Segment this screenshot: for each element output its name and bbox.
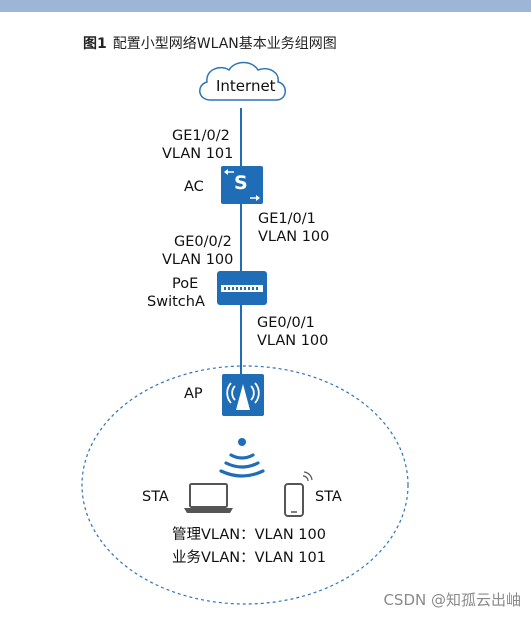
- ac-device-icon: [221, 166, 263, 204]
- top-bar: [0, 0, 531, 12]
- ac-downlink-vlan: VLAN 100: [258, 229, 330, 245]
- switch-downlink-port: GE0/0/1: [257, 315, 315, 331]
- switch-label-line2: SwitchA: [147, 294, 205, 310]
- ap-label: AP: [184, 386, 203, 402]
- ac-uplink-vlan: VLAN 101: [162, 146, 234, 162]
- watermark: CSDN @知孤云出岫: [383, 591, 521, 609]
- sta-laptop-label: STA: [142, 489, 169, 505]
- service-vlan-text: 业务VLAN：VLAN 101: [172, 550, 326, 566]
- switch-uplink-vlan: VLAN 100: [162, 252, 234, 268]
- switch-uplink-port: GE0/0/2: [174, 234, 232, 250]
- figure-caption-text: 配置小型网络WLAN基本业务组网图: [112, 36, 337, 52]
- ac-label: AC: [184, 179, 204, 195]
- figure-caption: 图1 配置小型网络WLAN基本业务组网图: [83, 33, 337, 53]
- switch-label-line1: PoE: [172, 276, 199, 292]
- ac-downlink-port: GE1/0/1: [258, 211, 316, 227]
- figure-number: 图1: [83, 36, 107, 52]
- sta-phone-label: STA: [315, 489, 342, 505]
- wlan-coverage-area: [81, 365, 409, 605]
- wifi-signal-icon: [219, 438, 265, 478]
- ap-device-icon: [222, 374, 264, 416]
- internet-cloud-icon: [199, 61, 286, 101]
- laptop-icon: [184, 483, 233, 513]
- mgmt-vlan-text: 管理VLAN：VLAN 100: [172, 527, 326, 543]
- switch-downlink-vlan: VLAN 100: [257, 333, 329, 349]
- internet-label: Internet: [216, 77, 276, 95]
- poe-switch-icon: [217, 271, 267, 305]
- phone-icon: [284, 471, 313, 517]
- ac-uplink-port: GE1/0/2: [172, 128, 230, 144]
- ac-icon-letter: S: [234, 172, 248, 194]
